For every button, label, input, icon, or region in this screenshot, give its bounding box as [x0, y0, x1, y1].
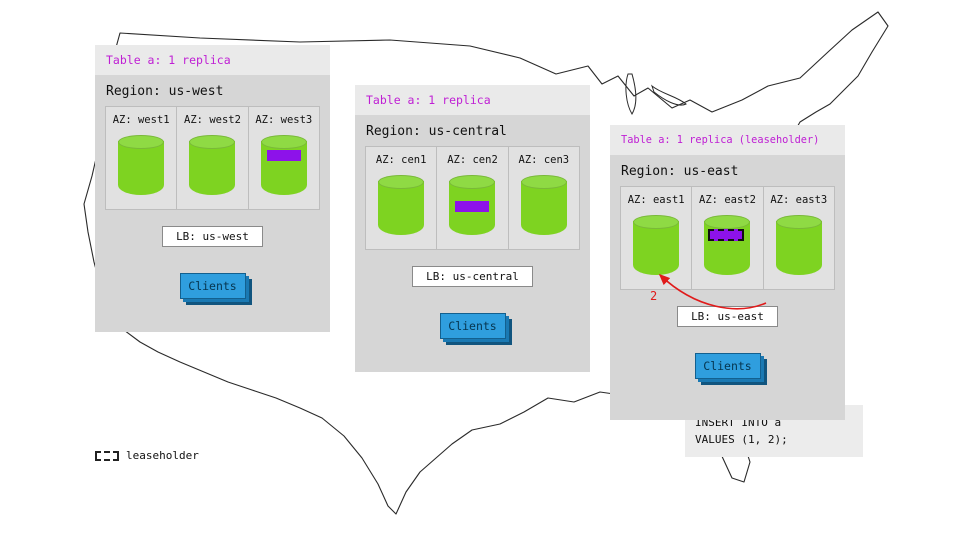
az-label: AZ: east1 — [627, 194, 685, 206]
table-replica-leaseholder-header: Table a: 1 replica (leaseholder) — [610, 125, 845, 155]
replica-chip — [266, 150, 301, 161]
az-cell-west2: AZ: west2 — [177, 107, 249, 209]
cylinder-top — [118, 135, 165, 149]
database-cylinder-icon — [775, 215, 822, 275]
database-cylinder-icon — [378, 175, 425, 235]
legend: leaseholder — [95, 449, 199, 462]
cylinder-top — [378, 175, 425, 189]
cylinder-top — [260, 135, 307, 149]
az-cell-east1: AZ: east1 — [621, 187, 693, 289]
load-balancer-box: LB: us-east — [677, 306, 778, 327]
cylinder-body — [378, 181, 425, 235]
az-cell-cen3: AZ: cen3 — [509, 147, 579, 249]
sql-line-2: VALUES (1, 2); — [695, 433, 788, 447]
legend-label: leaseholder — [126, 449, 199, 462]
database-cylinder-icon — [118, 135, 165, 195]
leaseholder-replica-chip — [708, 229, 745, 241]
az-cell-east3: AZ: east3 — [764, 187, 834, 289]
database-cylinder-icon — [189, 135, 236, 195]
load-balancer-box: LB: us-central — [412, 266, 533, 287]
az-label: AZ: cen1 — [375, 154, 427, 166]
region-card-us-central: Table a: 1 replica Region: us-central AZ… — [355, 85, 590, 372]
write-value-label: 2 — [650, 289, 658, 303]
cylinder-body — [775, 221, 822, 275]
table-replica-header: Table a: 1 replica — [95, 45, 330, 75]
database-cylinder-icon — [633, 215, 680, 275]
cylinder-top — [520, 175, 567, 189]
cylinder-body — [633, 221, 680, 275]
az-cell-cen2: AZ: cen2 — [437, 147, 509, 249]
az-panel-us-west: AZ: west1 AZ: west2 AZ: west3 — [105, 106, 320, 210]
az-panel-us-east: AZ: east1 AZ: east2 AZ: east3 — [620, 186, 835, 290]
cylinder-top — [449, 175, 496, 189]
region-card-us-west: Table a: 1 replica Region: us-west AZ: w… — [95, 45, 330, 332]
az-label: AZ: west2 — [184, 114, 241, 126]
az-cell-west3: AZ: west3 — [249, 107, 319, 209]
region-title: Region: us-central — [366, 124, 507, 139]
database-cylinder-icon — [520, 175, 567, 235]
clients-box: Clients — [179, 273, 246, 299]
replica-chip — [455, 201, 490, 212]
az-cell-east2: AZ: east2 — [692, 187, 764, 289]
table-replica-header: Table a: 1 replica — [355, 85, 590, 115]
az-label: AZ: west1 — [112, 114, 170, 126]
az-label: AZ: cen3 — [518, 154, 570, 166]
database-cylinder-icon — [704, 215, 751, 275]
cylinder-body — [189, 141, 236, 195]
az-panel-us-central: AZ: cen1 AZ: cen2 AZ: cen3 — [365, 146, 580, 250]
clients-box: Clients — [694, 353, 761, 379]
az-label: AZ: west3 — [255, 114, 313, 126]
clients-box: Clients — [439, 313, 506, 339]
cylinder-body — [520, 181, 567, 235]
cylinder-top — [775, 215, 822, 229]
cylinder-top — [189, 135, 236, 149]
az-label: AZ: east3 — [770, 194, 828, 206]
database-cylinder-icon — [260, 135, 307, 195]
cylinder-top — [704, 215, 751, 229]
load-balancer-box: LB: us-west — [162, 226, 263, 247]
leaseholder-dashed-swatch-icon — [95, 450, 119, 461]
database-cylinder-icon — [449, 175, 496, 235]
region-title: Region: us-east — [621, 164, 739, 179]
region-title: Region: us-west — [106, 84, 224, 99]
cylinder-body — [118, 141, 165, 195]
az-label: AZ: cen2 — [447, 154, 498, 166]
az-cell-west1: AZ: west1 — [106, 107, 178, 209]
cylinder-top — [633, 215, 680, 229]
az-label: AZ: east2 — [699, 194, 756, 206]
az-cell-cen1: AZ: cen1 — [366, 147, 438, 249]
region-card-us-east: Table a: 1 replica (leaseholder) Region:… — [610, 125, 845, 420]
